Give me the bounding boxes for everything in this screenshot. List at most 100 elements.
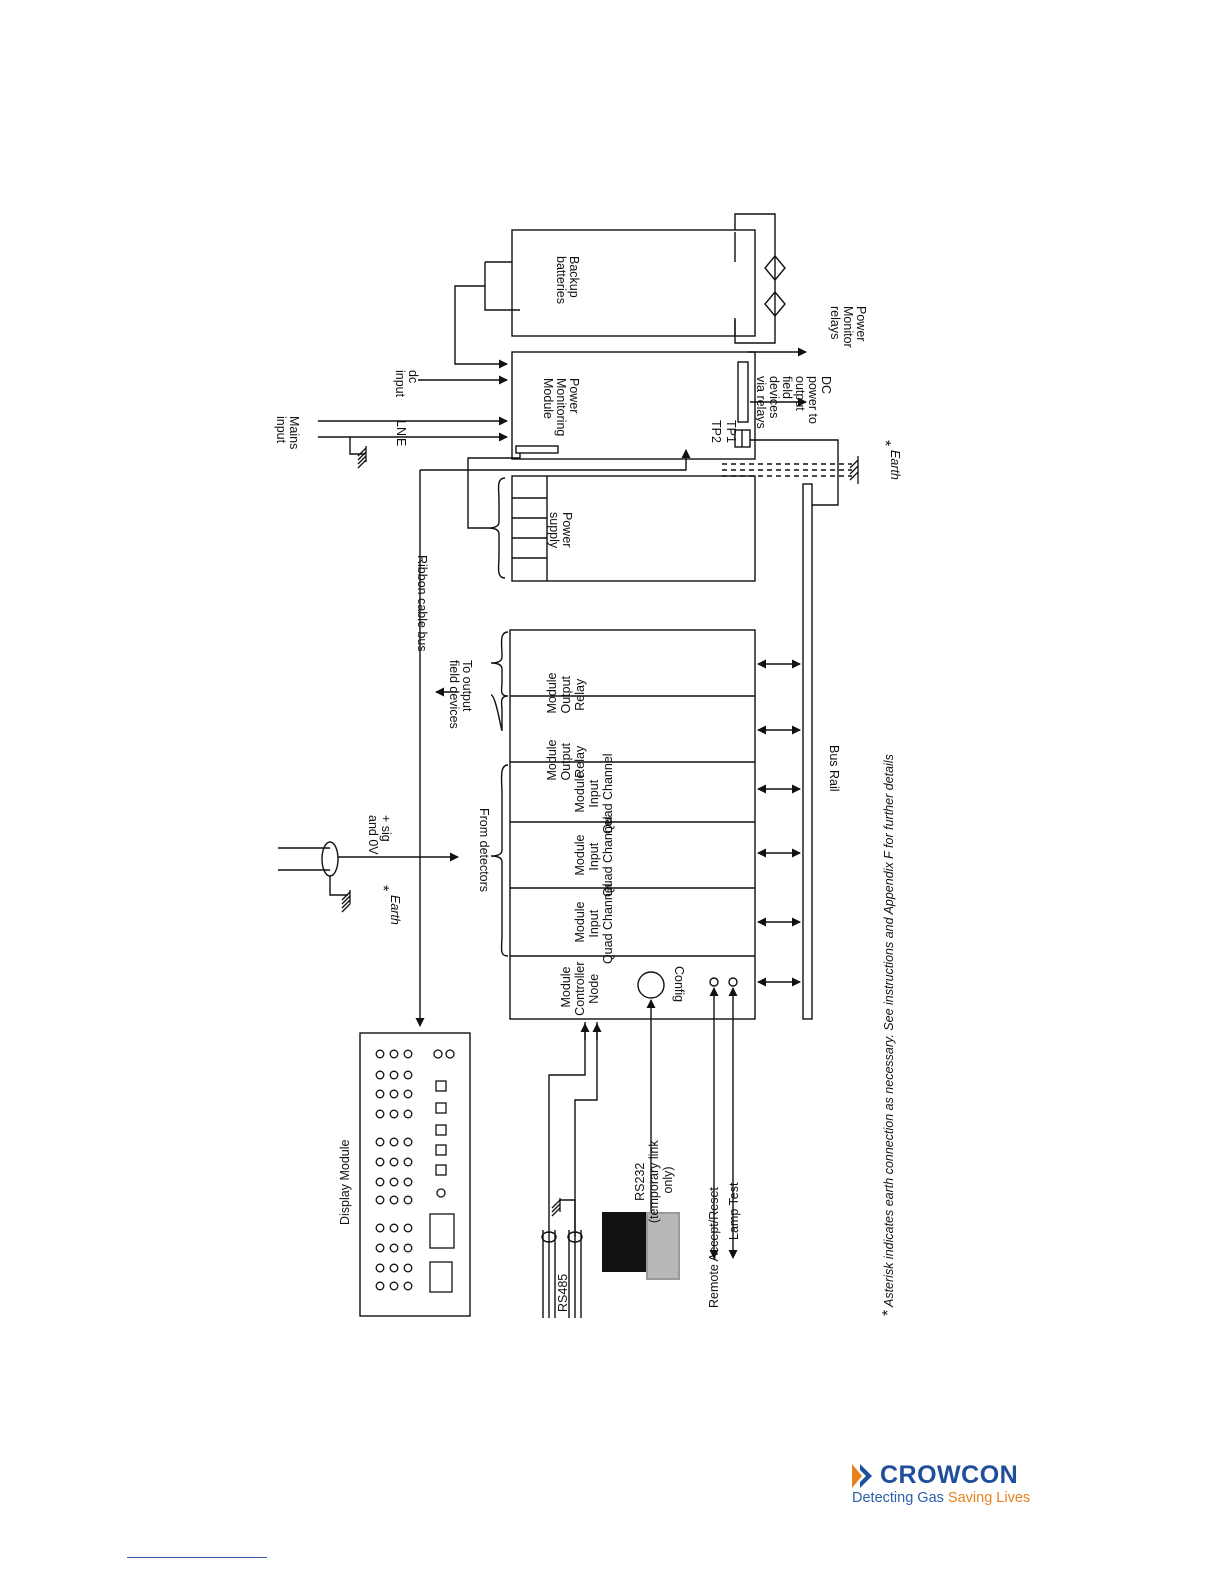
power-supply-box <box>511 475 756 582</box>
indicator-lamp <box>403 1070 413 1080</box>
power-monitor-relays-label: Power Monitor relays <box>828 306 868 351</box>
cable-gland <box>321 841 339 877</box>
push-button <box>435 1080 447 1092</box>
indicator-lamp <box>389 1157 399 1167</box>
brand-name: CROWCON <box>880 1461 1019 1489</box>
bus-rail-label: Bus Rail <box>827 745 841 792</box>
dc-power-label: DC power to output field devices via rel… <box>754 376 833 429</box>
relay-output-module-label-1: Relay Output Module <box>545 672 587 713</box>
indicator-lamp <box>375 1243 385 1253</box>
indicator-lamp <box>433 1049 443 1059</box>
indicator-lamp <box>375 1070 385 1080</box>
indicator-lamp <box>375 1263 385 1273</box>
module-rack-box <box>509 629 756 1020</box>
display-window <box>429 1213 455 1249</box>
indicator-lamp <box>403 1109 413 1119</box>
dc-input-label: dc input <box>393 370 420 398</box>
e-label: E <box>394 438 408 446</box>
lamp-test-terminal <box>728 977 738 987</box>
display-window <box>429 1261 453 1293</box>
power-monitoring-module-box <box>511 351 756 460</box>
indicator-lamp <box>403 1049 413 1059</box>
lamp-test-label: Lamp Test <box>727 1182 741 1240</box>
indicator-lamp <box>403 1177 413 1187</box>
quad-channel-input-module-label-1: Quad Channel Input Module <box>573 750 615 834</box>
indicator-lamp <box>389 1070 399 1080</box>
to-output-field-devices-label: To output field devices <box>447 660 474 729</box>
tp2-label: TP2 <box>709 420 723 443</box>
indicator-lamp <box>403 1223 413 1233</box>
push-button <box>435 1164 447 1176</box>
tp1-label: TP1 <box>724 420 738 443</box>
indicator-lamp <box>375 1157 385 1167</box>
push-button <box>435 1102 447 1114</box>
tagline-part-b: Saving Lives <box>947 1490 1031 1506</box>
indicator-lamp <box>389 1263 399 1273</box>
tagline-part-a: Detecting Gas <box>852 1490 944 1506</box>
node-controller-module-label: Node Controller Module <box>559 958 601 1016</box>
rs232-label: RS232 (temporary link only) <box>633 1137 675 1223</box>
power-supply-label: Power supply <box>547 512 574 551</box>
config-port <box>637 971 665 999</box>
quad-channel-input-module-label-2: Quad Channel Input Module <box>573 813 615 897</box>
indicator-lamp <box>436 1188 446 1198</box>
earth-label-left: Earth <box>388 895 402 925</box>
indicator-lamp <box>403 1195 413 1205</box>
indicator-lamp <box>389 1195 399 1205</box>
remote-accept-reset-label: Remote Accept/Reset <box>707 1187 721 1308</box>
laptop-image <box>602 1212 680 1280</box>
indicator-lamp <box>375 1137 385 1147</box>
ribbon-cable-bus-label: Ribbon cable bus <box>415 555 429 652</box>
crowcon-logo-icon <box>852 1464 872 1488</box>
indicator-lamp <box>389 1243 399 1253</box>
indicator-lamp <box>389 1223 399 1233</box>
indicator-lamp <box>375 1049 385 1059</box>
indicator-lamp <box>389 1089 399 1099</box>
brand-tagline: Detecting Gas Saving Lives <box>852 1489 1030 1507</box>
pmm-connector-left <box>515 445 559 454</box>
indicator-lamp <box>375 1177 385 1187</box>
sig-label: + sig and 0V <box>366 815 393 855</box>
footnote: Asterisk indicates earth connection as n… <box>882 754 896 1308</box>
from-detectors-label: From detectors <box>477 808 491 892</box>
push-button <box>435 1144 447 1156</box>
backup-batteries-label: Backup batteries <box>554 256 581 304</box>
crowcon-logo: CROWCON Detecting Gas Saving Lives <box>852 1460 1052 1510</box>
indicator-lamp <box>403 1263 413 1273</box>
indicator-lamp <box>403 1137 413 1147</box>
indicator-lamp <box>389 1281 399 1291</box>
indicator-lamp <box>403 1089 413 1099</box>
relay-output-module-label-2: Relay Output Module <box>545 739 587 780</box>
indicator-lamp <box>445 1049 455 1059</box>
earth-symbols <box>341 446 859 1217</box>
pmm-terminal-right <box>737 361 749 423</box>
indicator-lamp <box>389 1109 399 1119</box>
indicator-lamp <box>375 1281 385 1291</box>
power-monitoring-module-label: Power Monitoring Module <box>541 378 581 440</box>
mains-input-label: Mains input <box>274 416 301 453</box>
rs485-label: RS485 <box>556 1274 570 1312</box>
quad-channel-input-module-label-3: Quad Channel Input Module <box>573 880 615 964</box>
indicator-lamp <box>403 1157 413 1167</box>
bus-rail <box>802 483 813 1020</box>
push-button <box>435 1124 447 1136</box>
display-indicators <box>375 1049 455 1293</box>
footer-rule <box>127 1557 267 1558</box>
indicator-lamp <box>375 1195 385 1205</box>
display-module-box <box>359 1032 471 1317</box>
ln-label: LN <box>394 420 408 436</box>
indicator-lamp <box>375 1223 385 1233</box>
footnote-asterisk: * <box>880 1310 897 1316</box>
display-module-label: Display Module <box>338 1139 352 1225</box>
indicator-lamp <box>375 1109 385 1119</box>
backup-batteries-box <box>511 229 756 337</box>
indicator-lamp <box>403 1281 413 1291</box>
indicator-lamp <box>389 1137 399 1147</box>
fuse-symbol <box>764 254 786 318</box>
config-label: Config <box>672 966 686 1002</box>
indicator-lamp <box>375 1089 385 1099</box>
earth-asterisk-left: * <box>374 885 391 891</box>
earth-asterisk-right: * <box>876 440 893 446</box>
indicator-lamp <box>389 1049 399 1059</box>
